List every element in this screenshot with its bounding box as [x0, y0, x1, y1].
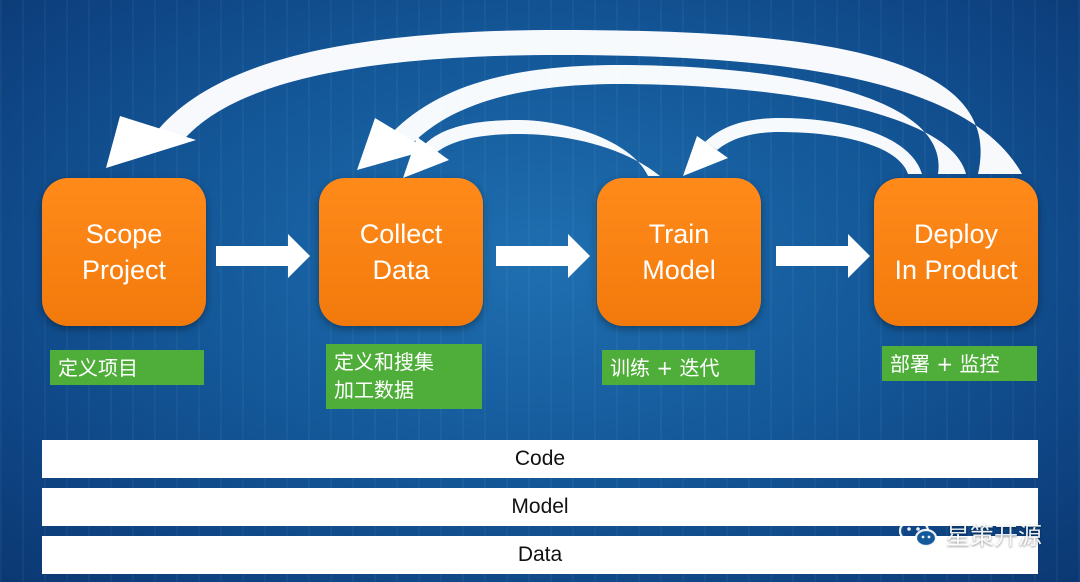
stage-note-collect-data: 定义和搜集 加工数据 — [326, 344, 482, 409]
stage-note-line: 定义项目 — [58, 356, 138, 380]
layer-bar-data: Data — [42, 536, 1038, 574]
layer-bar-code: Code — [42, 440, 1038, 478]
stage-note-deploy-in-product: 部署 + 监控 — [882, 346, 1037, 381]
forward-arrow-collect-to-train — [496, 234, 590, 278]
stage-box-train-model: Train Model — [597, 178, 761, 326]
watermark-text: 星策开源 — [946, 522, 1042, 550]
layer-label: Code — [514, 447, 566, 470]
forward-arrow-scope-to-collect — [216, 234, 310, 278]
forward-arrow-train-to-deploy — [776, 234, 870, 278]
stage-note-line: 训练 + 迭代 — [610, 356, 720, 380]
feedback-arrow-deploy-to-scope — [106, 30, 1022, 174]
stage-title-line: In Product — [894, 255, 1018, 285]
stage-title-line: Scope — [85, 219, 163, 249]
feedback-arrow-deploy-to-collect — [357, 65, 966, 174]
layer-bar-model: Model — [42, 488, 1038, 526]
wechat-icon — [898, 518, 938, 550]
feedback-arrow-train-to-collect — [403, 120, 660, 178]
stage-note-line: 部署 + 监控 — [890, 352, 1000, 376]
layer-label: Data — [517, 543, 563, 566]
stage-box-scope-project: Scope Project — [42, 178, 206, 326]
stage-note-line: 加工数据 — [334, 378, 414, 402]
stage-title-line: Data — [372, 255, 430, 285]
stage-note-scope-project: 定义项目 — [50, 350, 204, 385]
stage-title-line: Deploy — [913, 219, 999, 249]
stage-title-line: Collect — [359, 219, 443, 249]
stage-note-line: 定义和搜集 — [334, 350, 434, 374]
stage-note-train-model: 训练 + 迭代 — [602, 350, 755, 385]
stage-title-line: Project — [81, 255, 167, 285]
feedback-arrow-deploy-to-train — [683, 118, 922, 176]
layer-label: Model — [511, 495, 569, 518]
watermark: 星策开源 — [898, 516, 1042, 551]
stage-title-line: Train — [648, 219, 710, 249]
stage-box-deploy-in-product: Deploy In Product — [874, 178, 1038, 326]
stage-box-collect-data: Collect Data — [319, 178, 483, 326]
stage-title-line: Model — [642, 255, 716, 285]
